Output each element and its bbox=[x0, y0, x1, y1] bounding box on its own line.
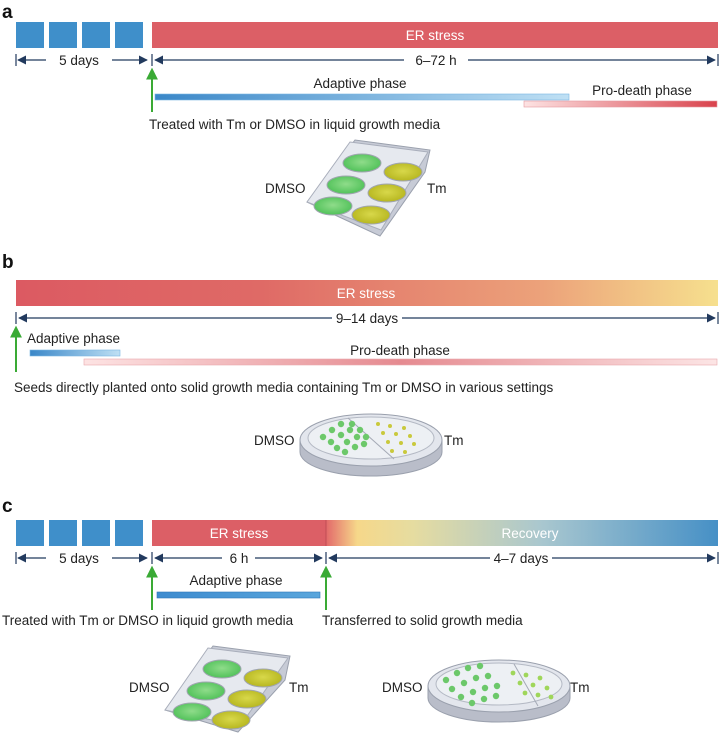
recovery-label: Recovery bbox=[501, 526, 558, 541]
six-well-plate bbox=[164, 645, 291, 733]
adaptive-phase-bar bbox=[29, 349, 121, 357]
pre-growth-blocks bbox=[16, 520, 143, 546]
well-control bbox=[172, 659, 242, 722]
adaptive-phase-label: Adaptive phase bbox=[313, 76, 406, 91]
dish-treated-label: Tm bbox=[444, 433, 464, 448]
well-control bbox=[313, 153, 382, 216]
well-treated bbox=[211, 668, 283, 730]
plate-control-label: DMSO bbox=[265, 181, 306, 196]
prodeath-phase-label: Pro-death phase bbox=[350, 343, 450, 358]
prodeath-phase-label: Pro-death phase bbox=[592, 83, 692, 98]
stress-duration-label: 6 h bbox=[230, 551, 249, 566]
transfer-text: Transferred to solid growth media bbox=[322, 613, 523, 628]
panel-b-letter: b bbox=[2, 252, 14, 273]
treatment-text: Treated with Tm or DMSO in liquid growth… bbox=[149, 117, 441, 132]
dish-treated-label: Tm bbox=[570, 680, 590, 695]
dish-control-label: DMSO bbox=[382, 680, 423, 695]
prodeath-phase-bar bbox=[83, 358, 718, 366]
panel-a-letter: a bbox=[2, 2, 13, 23]
petri-dish bbox=[299, 413, 443, 477]
growth-block bbox=[115, 22, 143, 48]
growth-block bbox=[49, 22, 77, 48]
panel-a: a ER stress 5 days 6–72 h Adaptive phase… bbox=[2, 2, 719, 237]
well-treated bbox=[351, 162, 423, 225]
six-well-plate bbox=[306, 139, 431, 237]
petri-dish bbox=[427, 659, 571, 723]
er-stress-bar bbox=[152, 520, 326, 546]
panel-c-letter: c bbox=[2, 496, 13, 517]
recovery-bar bbox=[326, 520, 718, 546]
treatment-text: Treated with Tm or DMSO in liquid growth… bbox=[2, 613, 294, 628]
panel-b: b ER stress 9–14 days Adaptive phase Pro… bbox=[2, 252, 719, 477]
recovery-duration-axis: 4–7 days bbox=[325, 551, 719, 566]
panel-c: c ER stress Recovery 5 days 6 h bbox=[2, 496, 719, 733]
dish-control-label: DMSO bbox=[254, 433, 295, 448]
stress-duration-label: 6–72 h bbox=[415, 53, 456, 68]
plate-treated-label: Tm bbox=[427, 181, 447, 196]
stress-duration-axis: 9–14 days bbox=[15, 311, 719, 326]
seedlings-treated bbox=[510, 670, 554, 700]
seedlings-control bbox=[442, 662, 501, 707]
pre-duration-label: 5 days bbox=[59, 53, 99, 68]
adaptive-phase-bar bbox=[154, 93, 570, 101]
seedlings-control bbox=[319, 420, 370, 456]
pre-duration-label: 5 days bbox=[59, 551, 99, 566]
er-stress-label: ER stress bbox=[406, 28, 465, 43]
recovery-duration-label: 4–7 days bbox=[494, 551, 549, 566]
growth-block bbox=[82, 520, 110, 546]
growth-block bbox=[49, 520, 77, 546]
er-stress-bar bbox=[152, 22, 718, 48]
growth-block bbox=[16, 520, 44, 546]
growth-block bbox=[82, 22, 110, 48]
treatment-text: Seeds directly planted onto solid growth… bbox=[14, 380, 554, 395]
pre-growth-blocks bbox=[16, 22, 143, 48]
plate-control-label: DMSO bbox=[129, 680, 170, 695]
er-stress-label: ER stress bbox=[337, 286, 396, 301]
adaptive-phase-label: Adaptive phase bbox=[189, 573, 282, 588]
stress-duration-axis: 6 h bbox=[151, 551, 323, 566]
stress-duration-label: 9–14 days bbox=[336, 311, 399, 326]
growth-block bbox=[115, 520, 143, 546]
adaptive-phase-label: Adaptive phase bbox=[27, 331, 120, 346]
plate-treated-label: Tm bbox=[289, 680, 309, 695]
prodeath-phase-bar bbox=[523, 100, 718, 108]
adaptive-phase-bar bbox=[156, 591, 321, 599]
pre-duration-axis: 5 days bbox=[15, 53, 148, 68]
er-stress-label: ER stress bbox=[210, 526, 269, 541]
er-stress-bar bbox=[16, 280, 718, 306]
pre-duration-axis: 5 days bbox=[15, 551, 148, 566]
seedlings-treated bbox=[376, 422, 416, 454]
growth-block bbox=[16, 22, 44, 48]
stress-duration-axis: 6–72 h bbox=[151, 53, 719, 68]
